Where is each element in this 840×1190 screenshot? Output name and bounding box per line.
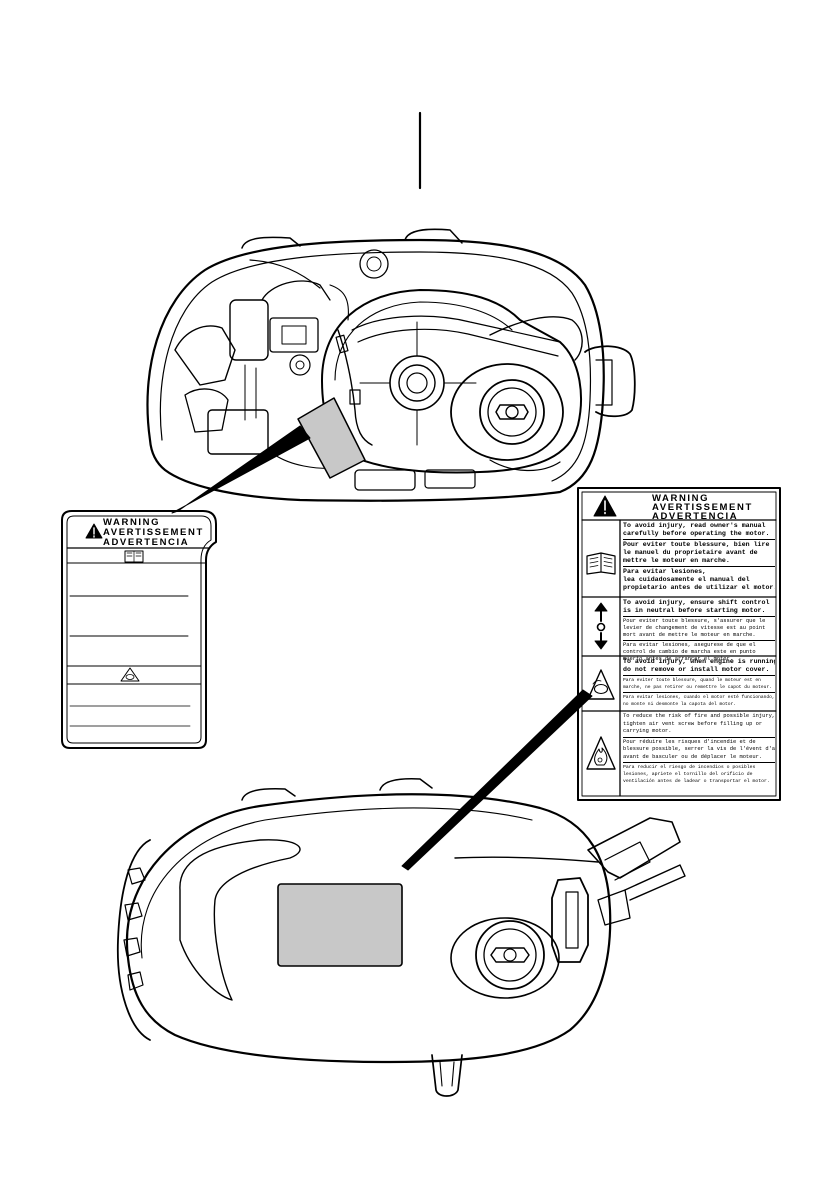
warning-label-large: WARNING AVERTISSEMENT ADVERTENCIA To avo… [578,488,780,800]
section-manual-fr-1: Pour eviter toute blessure, bien lire [623,541,770,548]
label-section-shift: To avoid injury, ensure shift control is… [623,599,775,663]
label-section-fire: To reduce the risk of fire and possible … [623,713,775,785]
section-fire-en-3: carrying motor. [623,728,672,734]
engine-cover-warning-icon [120,667,140,682]
engine-cover-view [116,778,686,1097]
section-shift-fr-1: Pour eviter toute blessure, s'assurer qu… [623,618,766,624]
label-small-header-warning: WARNING [103,517,161,528]
section-shift-fr-3: mort avant de mettre le moteur en marche… [623,632,756,638]
fire-hazard-icon [586,736,616,770]
engine-top-view [146,228,636,502]
section-fire-fr-2: blessure possible, serrer la vis de l'év… [623,746,775,752]
section-fire-es-2: lesiones, apriete el tornillo del orific… [623,772,753,777]
section-manual-fr-2: le manuel du proprietaire avant de [623,549,758,556]
section-manual-en-1: To avoid injury, read owner's manual [623,522,766,529]
section-fire-en-2: tighten air vent screw before filling up… [623,720,763,727]
label-b-leader [401,689,593,871]
label-small-header-avertissement: AVERTISSEMENT [103,527,204,538]
section-fire-es-3: ventilación antes de ladear o transporta… [623,779,770,784]
label-small-header-advertencia: ADVERTENCIA [103,537,190,548]
section-manual-es-3: propietario antes de utilizar el motor. [623,584,775,591]
section-fire-en-1: To reduce the risk of fire and possible … [623,713,775,719]
label-large-header-advertencia: ADVERTENCIA [652,511,739,522]
section-cover-es-2: no monte ni desmonte la capota del motor… [623,702,737,707]
section-shift-es-3: muerto antes de arrancar el motor. [623,656,733,662]
section-cover-en-2: do not remove or install motor cover. [623,666,770,673]
label-large-header-avertissement: AVERTISSEMENT [652,502,753,513]
section-shift-es-2: control de cambio de marcha este en punt… [623,649,756,655]
section-manual-en-2: carefully before operating the motor. [623,530,770,537]
section-cover-en-1: To avoid injury, when engine is running, [623,658,775,665]
section-cover-es-1: Para evitar lesiones, cuando el motor es… [623,695,775,700]
label-small-outline [61,510,217,749]
section-shift-fr-2: levier de changement de vitesse est au p… [623,625,766,631]
section-manual-es-2: lea cuidadosamente el manual del [623,576,750,583]
label-section-manual: To avoid injury, read owner's manual car… [623,522,775,592]
label-large-outline [577,487,781,801]
section-fire-es-1: Para reducir el riesgo de incendios o po… [623,765,756,770]
book-icon [124,550,144,563]
label-large-header-warning: WARNING [652,493,710,504]
section-cover-fr-2: marche, ne pas retirer ou remettre le ca… [623,685,772,690]
engine-cover-warning-icon [587,669,615,700]
section-manual-es-1: Para evitar lesiones, [623,568,707,575]
section-shift-en-2: is in neutral before starting motor. [623,607,766,614]
warning-label-small: WARNING AVERTISSEMENT ADVERTENCIA [61,511,217,749]
section-cover-fr-1: Para eviter toute blessure, quand le mot… [623,678,761,683]
shift-neutral-icon [594,602,608,650]
section-shift-en-1: To avoid injury, ensure shift control [623,599,770,606]
section-manual-fr-3: mettre le moteur en marche. [623,557,730,564]
book-icon [586,552,616,575]
label-section-cover: To avoid injury, when engine is running,… [623,658,775,708]
section-fire-fr-1: Pour réduire les risques d'incendie et d… [623,738,756,745]
section-fire-fr-3: avant de basculer ou de déplacer le mote… [623,753,763,760]
section-shift-es-1: Para evitar lesiones, asegurese de que e… [623,642,756,648]
